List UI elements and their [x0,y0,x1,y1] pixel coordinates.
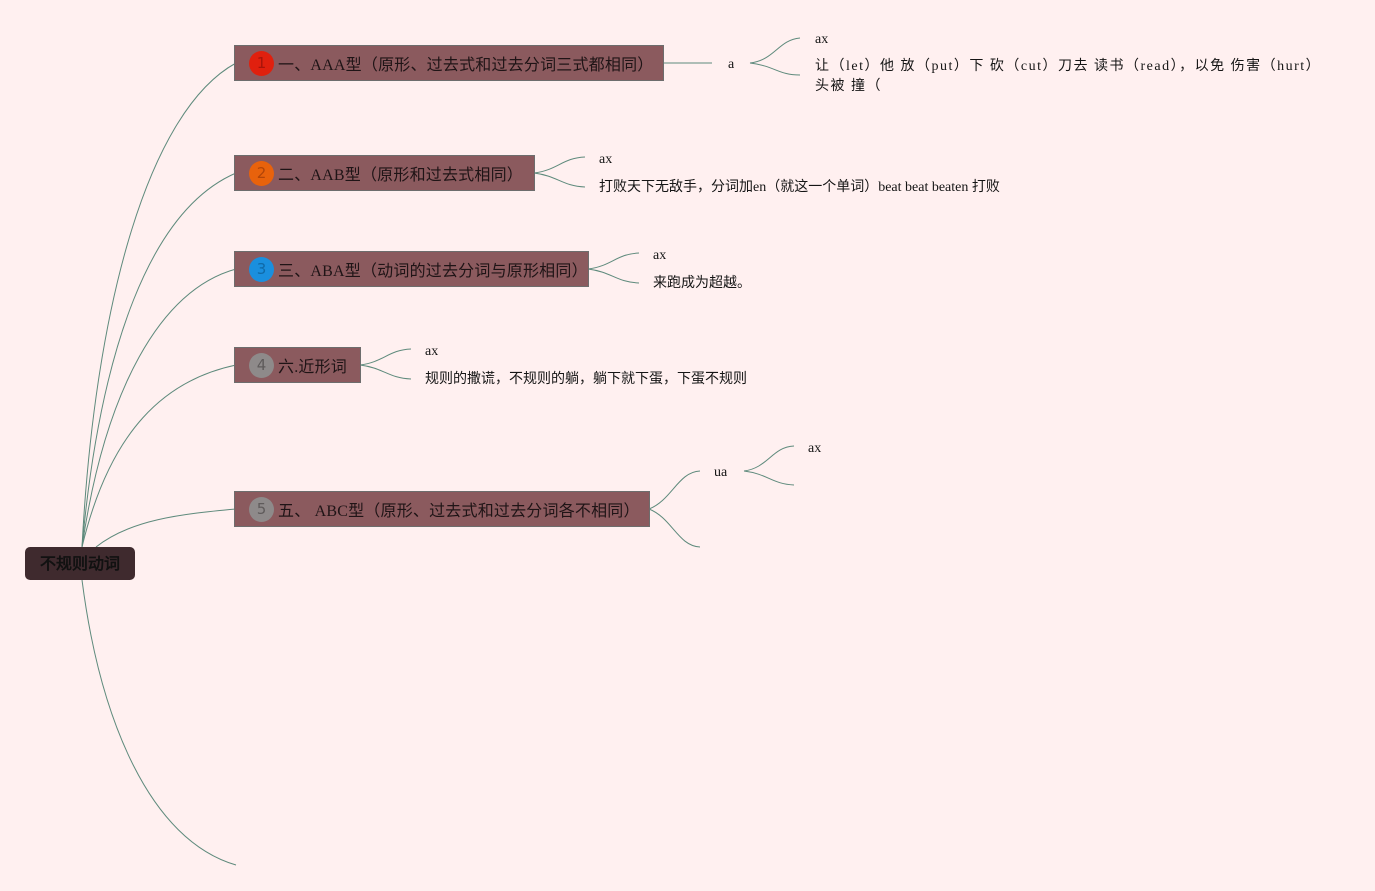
connector-branch-3-leaf-2 [587,268,640,284]
number-3-icon: 3 [249,256,274,282]
leaf-node-1-1[interactable]: ax [815,31,828,49]
branch-node-5[interactable]: 5 五、 ABC型（原形、过去式和过去分词各不相同） [234,491,650,527]
leaf-node-1-2[interactable]: 让（let）他 放（put）下 砍（cut）刀去 读书（read），以免 伤害（… [815,57,1315,97]
leaf-node-2-1[interactable]: ax [599,151,612,169]
connector-root-branch-2 [81,172,237,548]
root-node[interactable]: 不规则动词 [25,547,135,580]
connector-sub-5-leaf-1 [743,445,795,472]
leaf-node-3-1[interactable]: ax [653,247,666,265]
leaf-label: ax [808,441,822,456]
leaf-label: 打败天下无敌手，分词加en（就这一个单词）beat beat beaten 打败 [599,180,1000,195]
sub-node-5[interactable]: ua [714,464,727,482]
connector-sub-1-leaf-2 [749,62,801,76]
connector-root-branch-4 [81,364,237,548]
connector-sub-1-leaf-1 [749,37,801,64]
leaf-node-4-2[interactable]: 规则的撒谎，不规则的躺，躺下就下蛋，下蛋不规则 [425,371,747,389]
branch-label: 二、AAB型（原形和过去式相同） [278,167,523,184]
branch-label: 三、ABA型（动词的过去分词与原形相同） [278,263,588,280]
connector-branch-4-leaf-2 [359,364,412,380]
branch-label: 五、 ABC型（原形、过去式和过去分词各不相同） [278,503,640,520]
leaf-node-3-2[interactable]: 来跑成为超越。 [653,275,751,293]
branch-label: 六.近形词 [278,359,348,376]
leaf-node-4-1[interactable]: ax [425,343,438,361]
leaf-node-5-1[interactable]: ax [808,440,821,458]
connector-branch-2-leaf-2 [533,172,586,188]
number-1-icon: 1 [249,50,274,76]
root-label: 不规则动词 [39,554,120,573]
connector-branch-4-leaf-1 [359,348,412,366]
leaf-label: 规则的撒谎，不规则的躺，躺下就下蛋，下蛋不规则 [425,372,747,387]
leaf-label: ax [599,152,613,167]
connector-root-branch-6 [81,579,237,866]
connector-branch-5-sub [648,470,701,510]
leaf-label: ax [425,344,439,359]
number-2-icon: 2 [249,160,274,186]
leaf-node-2-2[interactable]: 打败天下无敌手，分词加en（就这一个单词）beat beat beaten 打败 [599,179,1000,197]
connector-root-branch-1 [81,62,237,548]
branch-label: 一、AAA型（原形、过去式和过去分词三式都相同） [278,57,654,74]
branch-node-1[interactable]: 1 一、AAA型（原形、过去式和过去分词三式都相同） [234,45,664,81]
connector-root-branch-3 [81,268,237,548]
sub-label: ua [714,465,728,480]
branch-node-3[interactable]: 3 三、ABA型（动词的过去分词与原形相同） [234,251,589,287]
connector-branch-2-leaf-1 [533,156,586,174]
connector-branch-3-leaf-1 [587,252,640,270]
sub-node-1[interactable]: a [728,56,734,74]
leaf-label: 来跑成为超越。 [653,276,751,291]
leaf-label: ax [815,32,829,47]
connector-branch-5-empty [648,508,701,548]
branch-node-4[interactable]: 4 六.近形词 [234,347,361,383]
number-5-icon: 5 [249,496,274,522]
leaf-label: 让（let）他 放（put）下 砍（cut）刀去 读书（read），以免 伤害（… [815,59,1315,94]
number-4-icon: 4 [249,352,274,378]
leaf-label: ax [653,248,667,263]
branch-node-2[interactable]: 2 二、AAB型（原形和过去式相同） [234,155,535,191]
sub-label: a [728,57,735,72]
connector-root-branch-5 [95,508,237,548]
connector-sub-5-empty [743,470,795,486]
